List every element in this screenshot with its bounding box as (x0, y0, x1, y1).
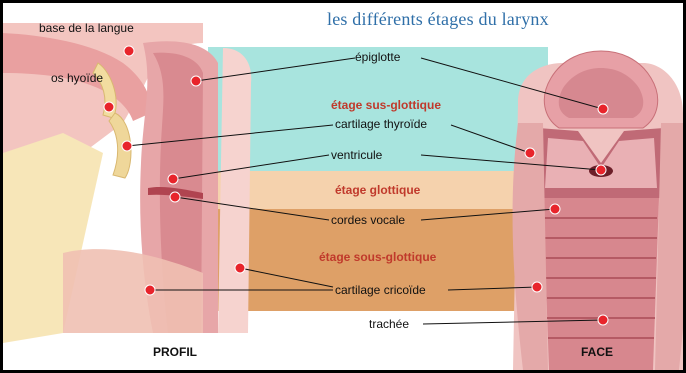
zone-glottique: étage glottique (335, 183, 420, 197)
label-ventricule: ventricule (331, 148, 382, 162)
label-epiglotte: épiglotte (355, 50, 400, 64)
marker-cricoide-profil-1 (235, 263, 245, 273)
label-os-hyoide: os hyoïde (51, 71, 103, 85)
label-cartilage-thyroide: cartilage thyroïde (335, 117, 427, 131)
view-label-face: FACE (581, 345, 613, 359)
marker-base-langue (124, 46, 134, 56)
marker-ventricule-profil (168, 174, 178, 184)
marker-trachee-face (598, 315, 608, 325)
marker-cartilage-thyroide-profil (122, 141, 132, 151)
marker-epiglotte-profil (191, 76, 201, 86)
diagram-title: les différents étages du larynx (327, 9, 549, 30)
marker-cordes-vocale-profil (170, 192, 180, 202)
marker-epiglotte-face (598, 104, 608, 114)
label-cartilage-cricoide: cartilage cricoïde (335, 283, 426, 297)
label-base-langue: base de la langue (39, 21, 134, 35)
marker-cordes-vocale-face (550, 204, 560, 214)
label-trachee: trachée (369, 317, 409, 331)
profil-anatomy (3, 23, 251, 343)
view-label-profil: PROFIL (153, 345, 197, 359)
zone-sous-glottique: étage sous-glottique (319, 250, 436, 264)
marker-ventricule-face (596, 165, 606, 175)
marker-thyroide-face (525, 148, 535, 158)
marker-cricoide-profil-2 (145, 285, 155, 295)
marker-os-hyoide (104, 102, 114, 112)
label-cordes-vocale: cordes vocale (331, 213, 405, 227)
marker-cricoide-face (532, 282, 542, 292)
zone-sus-glottique: étage sus-glottique (331, 98, 441, 112)
